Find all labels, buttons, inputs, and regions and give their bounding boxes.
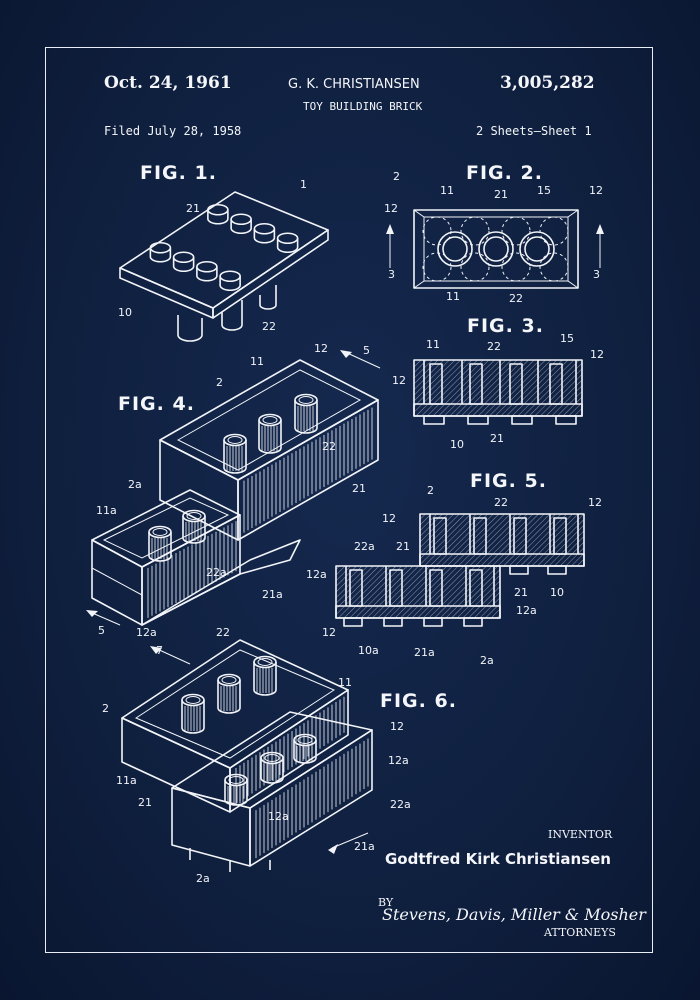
fig6-numeral: 12a <box>268 810 289 823</box>
fig1-numeral: 22 <box>262 320 276 333</box>
fig5-label: FIG. 5. <box>470 470 547 492</box>
fig5-numeral: 2a <box>480 654 494 667</box>
fig5-numeral: 2 <box>427 484 434 497</box>
fig3-numeral: 10 <box>450 438 464 451</box>
fig2-label: FIG. 2. <box>466 162 543 184</box>
inventor-short-name: G. K. CHRISTIANSEN <box>288 77 420 92</box>
fig1-label: FIG. 1. <box>140 162 217 184</box>
patent-date: Oct. 24, 1961 <box>104 73 232 93</box>
fig6-numeral: 11 <box>338 676 352 689</box>
fig5-section-drawing <box>335 513 585 627</box>
fig6-numeral: 12 <box>322 626 336 639</box>
fig4-numeral: 21a <box>262 588 283 601</box>
fig6-numeral: 21a <box>354 840 375 853</box>
fig2-numeral: 12 <box>589 184 603 197</box>
fig3-numeral: 12 <box>392 374 406 387</box>
fig5-numeral: 12a <box>306 568 327 581</box>
patent-title: TOY BUILDING BRICK <box>303 100 423 113</box>
fig5-numeral: 21a <box>414 646 435 659</box>
fig1-brick-drawing <box>119 191 329 342</box>
fig3-numeral: 12 <box>590 348 604 361</box>
fig2-numeral: 15 <box>537 184 551 197</box>
fig2-numeral: 2 <box>393 170 400 183</box>
fig2-numeral: 22 <box>509 292 523 305</box>
fig2-numeral: 11 <box>446 290 460 303</box>
fig3-section-drawing <box>413 359 583 425</box>
fig5-numeral: 22 <box>494 496 508 509</box>
fig1-numeral: 10 <box>118 306 132 319</box>
fig5-numeral: 21 <box>396 540 410 553</box>
fig4-numeral: 5 <box>98 624 105 637</box>
fig5-numeral: 10 <box>550 586 564 599</box>
fig5-numeral: 12 <box>382 512 396 525</box>
attorneys-label: ATTORNEYS <box>544 926 616 939</box>
fig3-numeral: 15 <box>560 332 574 345</box>
fig5-numeral: 12a <box>516 604 537 617</box>
fig4-numeral: 2a <box>128 478 142 491</box>
fig4-numeral: 11 <box>250 355 264 368</box>
fig4-numeral: 2 <box>216 376 223 389</box>
patent-number: 3,005,282 <box>500 73 595 93</box>
fig4-numeral: 22a <box>206 566 227 579</box>
fig6-numeral: 2a <box>196 872 210 885</box>
fig2-numeral: 12 <box>384 202 398 215</box>
fig6-label: FIG. 6. <box>380 690 457 712</box>
fig2-numeral: 21 <box>494 188 508 201</box>
fig4-numeral: 21 <box>352 482 366 495</box>
fig6-brick-drawing <box>121 639 373 872</box>
fig6-numeral: 12 <box>390 720 404 733</box>
fig6-numeral: 11a <box>116 774 137 787</box>
attorneys-signature: Stevens, Davis, Miller & Mosher <box>382 905 646 924</box>
fig2-numeral: 3 <box>593 268 600 281</box>
fig6-numeral: 22a <box>390 798 411 811</box>
fig4-numeral: 22 <box>322 440 336 453</box>
by-label: BY <box>378 896 394 909</box>
fig3-label: FIG. 3. <box>467 315 544 337</box>
fig6-numeral: 21 <box>138 796 152 809</box>
sheet-border <box>45 47 653 953</box>
fig2-plan-drawing <box>386 209 604 289</box>
fig4-label: FIG. 4. <box>118 393 195 415</box>
fig6-numeral: 7 <box>156 644 163 657</box>
fig1-studs <box>149 203 299 292</box>
fig5-numeral: 22a <box>354 540 375 553</box>
fig3-numeral: 21 <box>490 432 504 445</box>
fig4-brick-drawing <box>86 350 381 626</box>
fig3-numeral: 11 <box>426 338 440 351</box>
inventor-label: INVENTOR <box>548 828 613 841</box>
fig2-numeral: 3 <box>388 268 395 281</box>
inventor-name: Godtfred Kirk Christiansen <box>385 850 611 868</box>
fig4-numeral: 12a <box>136 626 157 639</box>
fig1-numeral: 21 <box>186 202 200 215</box>
fig5-numeral: 10a <box>358 644 379 657</box>
fig6-numeral: 12a <box>388 754 409 767</box>
fig5-numeral: 21 <box>514 586 528 599</box>
fig4-numeral: 12 <box>314 342 328 355</box>
fig3-numeral: 22 <box>487 340 501 353</box>
fig4-numeral: 11a <box>96 504 117 517</box>
sheet-count: 2 Sheets–Sheet 1 <box>476 124 592 138</box>
fig6-numeral: 2 <box>102 702 109 715</box>
fig6-numeral: 22 <box>216 626 230 639</box>
fig2-numeral: 11 <box>440 184 454 197</box>
fig5-numeral: 12 <box>588 496 602 509</box>
filed-date: Filed July 28, 1958 <box>104 124 242 138</box>
fig1-numeral: 1 <box>300 178 307 191</box>
fig4-numeral: 5 <box>363 344 370 357</box>
